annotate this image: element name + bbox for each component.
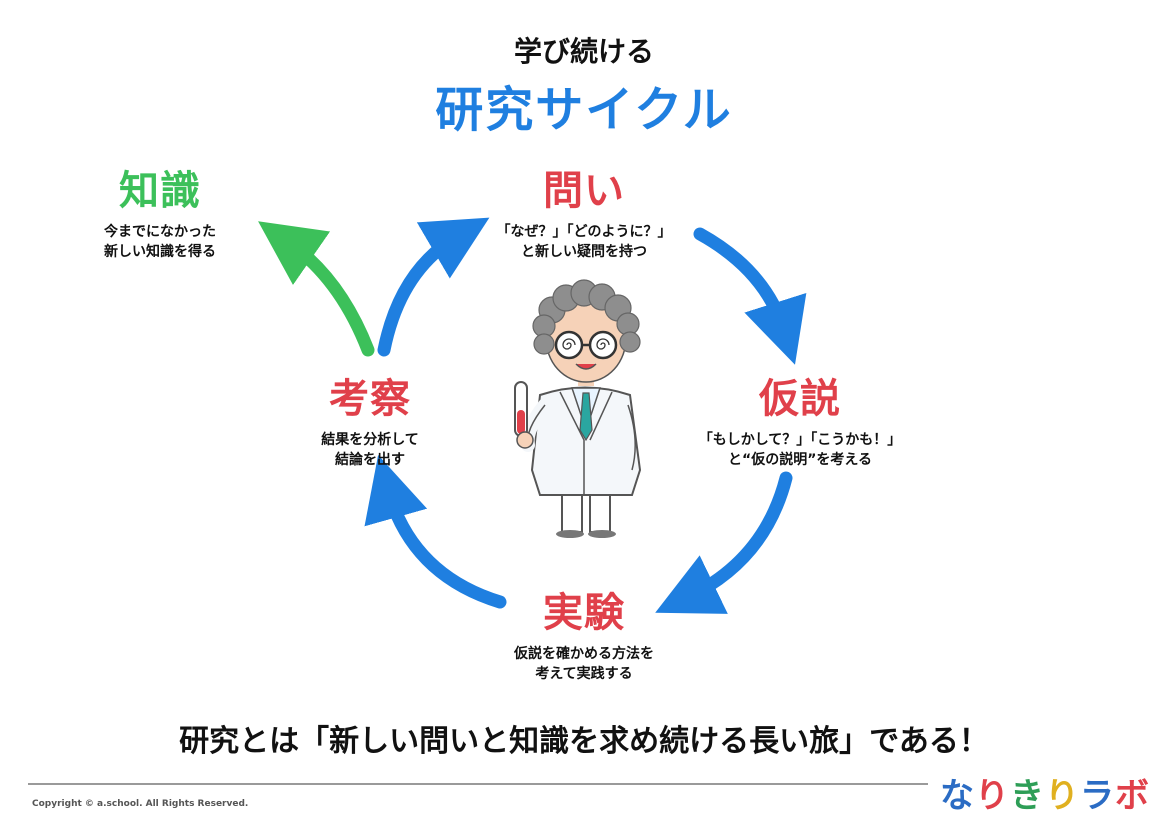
logo-char: な: [940, 776, 975, 816]
subtitle: 学び続ける: [513, 35, 654, 68]
arrow-analysis-to-knowledge: [258, 221, 375, 357]
logo-char: り: [1045, 776, 1080, 816]
node-question-title: 問い: [543, 168, 625, 214]
node-hypothesis-desc-2: と“仮の説明”を考える: [728, 452, 872, 468]
logo: なりきりラボ: [940, 768, 1150, 817]
arrow-question-to-hypothesis: [693, 227, 807, 365]
node-knowledge: 知識 今までになかった 新しい知識を得る: [60, 158, 260, 262]
node-question: 問い 「なぜ？」「どのように？」 と新しい疑問を持つ: [434, 158, 734, 262]
arrow-analysis-to-question: [377, 217, 490, 357]
node-knowledge-title: 知識: [119, 168, 201, 214]
page-title: 研究サイクル: [435, 82, 733, 138]
node-hypothesis-desc-1: 「もしかして？」「こうかも！」: [698, 432, 902, 448]
logo-char: ボ: [1115, 776, 1150, 816]
node-knowledge-desc-1: 今までになかった: [104, 224, 216, 240]
node-experiment-desc-1: 仮説を確かめる方法を: [514, 646, 654, 662]
footer-divider: [28, 783, 928, 785]
arrow-experiment-to-analysis: [364, 454, 507, 609]
node-analysis-title: 考察: [329, 376, 411, 422]
arrow-hypothesis-to-experiment: [655, 471, 793, 614]
logo-char: き: [1010, 776, 1045, 816]
scientist-icon: [514, 279, 642, 538]
node-hypothesis-title: 仮説: [759, 376, 841, 422]
node-analysis-desc-2: 結論を出す: [335, 452, 405, 468]
node-analysis-desc-1: 結果を分析して: [321, 432, 419, 448]
node-knowledge-desc-2: 新しい知識を得る: [104, 244, 216, 260]
cycle-diagram: [258, 217, 807, 614]
conclusion-text: 研究とは「新しい問いと知識を求め続ける長い旅」である！: [179, 724, 989, 759]
copyright-text: Copyright © a.school. All Rights Reserve…: [32, 799, 249, 809]
node-analysis: 考察 結果を分析して 結論を出す: [220, 366, 520, 470]
node-question-desc-2: と新しい疑問を持つ: [521, 244, 647, 260]
node-experiment-desc-2: 考えて実践する: [535, 666, 633, 682]
node-question-desc-1: 「なぜ？」「どのように？」: [496, 224, 672, 240]
node-hypothesis: 仮説 「もしかして？」「こうかも！」 と“仮の説明”を考える: [650, 366, 950, 470]
node-experiment-title: 実験: [543, 590, 625, 636]
logo-char: ラ: [1080, 776, 1115, 816]
node-experiment: 実験 仮説を確かめる方法を 考えて実践する: [434, 580, 734, 684]
logo-char: り: [975, 776, 1010, 816]
